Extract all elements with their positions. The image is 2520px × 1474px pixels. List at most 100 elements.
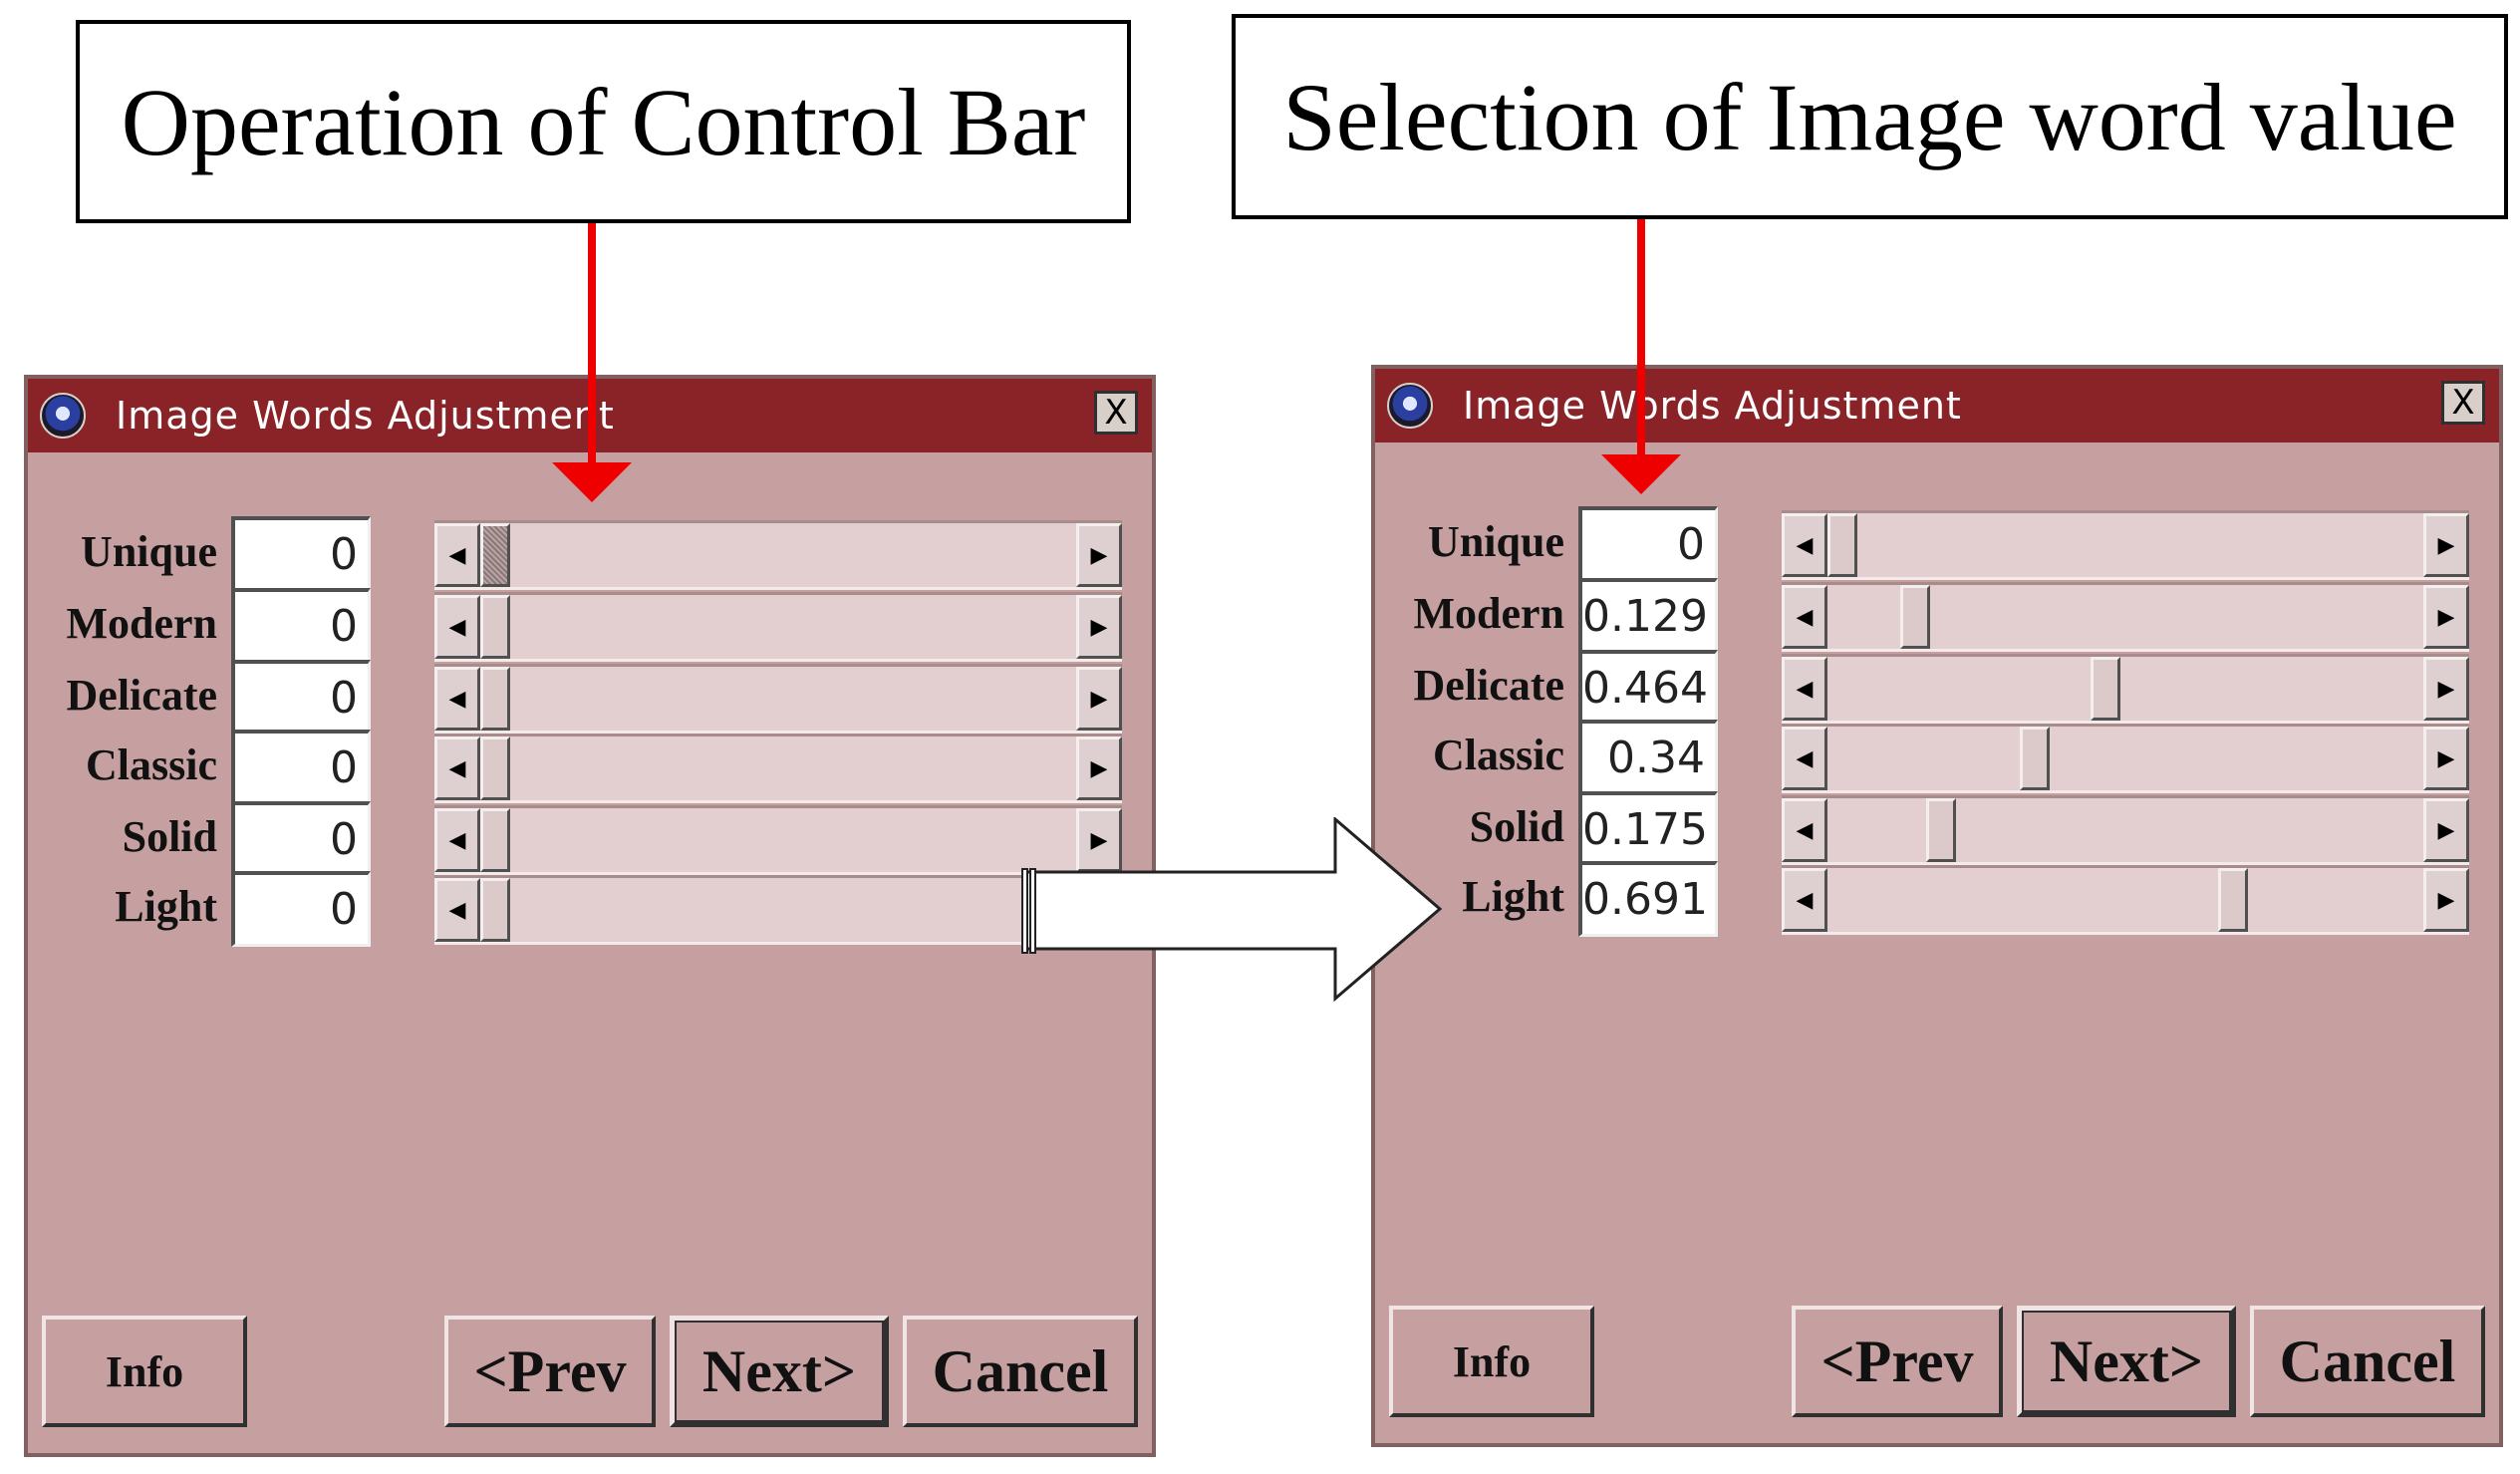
- arrow-left-icon[interactable]: ◀: [434, 737, 480, 800]
- app-crest-icon: [40, 393, 86, 439]
- arrow-left-icon[interactable]: ◀: [1782, 657, 1827, 721]
- arrow-left-icon[interactable]: ◀: [434, 808, 480, 872]
- scrollbar-unique[interactable]: ◀▶: [434, 520, 1122, 590]
- scrollbar-delicate[interactable]: ◀▶: [1782, 654, 2469, 724]
- slider-thumb-classic[interactable]: [2020, 727, 2051, 790]
- close-icon[interactable]: X: [1094, 391, 1138, 435]
- next-button[interactable]: Next>: [2017, 1306, 2236, 1417]
- arrow-right-icon[interactable]: ▶: [2423, 657, 2469, 721]
- slider-row-solid: Solid 0 ◀▶: [28, 797, 1152, 881]
- arrow-left-icon[interactable]: ◀: [1782, 585, 1827, 649]
- arrow-right-icon[interactable]: ▶: [2423, 727, 2469, 790]
- label-solid: Solid: [122, 812, 217, 861]
- close-icon[interactable]: X: [2441, 381, 2485, 425]
- value-field-classic[interactable]: 0: [231, 730, 371, 805]
- pointer-line-right: [1637, 219, 1645, 458]
- slider-thumb-delicate[interactable]: [2090, 657, 2120, 721]
- label-delicate: Delicate: [66, 671, 217, 720]
- prev-button[interactable]: <Prev: [444, 1316, 656, 1427]
- slider-thumb-light[interactable]: [2218, 868, 2249, 932]
- arrow-left-icon[interactable]: ◀: [434, 878, 480, 942]
- caption-control-bar-text: Operation of Control Bar: [121, 68, 1086, 175]
- label-light: Light: [115, 882, 217, 931]
- scrollbar-classic[interactable]: ◀▶: [1782, 724, 2469, 793]
- value-field-solid[interactable]: 0: [231, 801, 371, 877]
- arrow-right-icon[interactable]: ▶: [1076, 595, 1122, 659]
- pointer-head-left-icon: [552, 462, 632, 502]
- scrollbar-light[interactable]: ◀▶: [434, 875, 1122, 945]
- arrow-left-icon[interactable]: ◀: [434, 667, 480, 731]
- slider-thumb-classic[interactable]: [480, 737, 510, 800]
- scrollbar-classic[interactable]: ◀▶: [434, 734, 1122, 803]
- arrow-left-icon[interactable]: ◀: [1782, 727, 1827, 790]
- slider-thumb-delicate[interactable]: [480, 667, 510, 731]
- value-field-delicate[interactable]: 0: [231, 660, 371, 736]
- arrow-left-icon[interactable]: ◀: [1782, 798, 1827, 862]
- pointer-line-left: [588, 223, 596, 466]
- arrow-right-icon[interactable]: ▶: [1076, 737, 1122, 800]
- arrow-right-icon[interactable]: ▶: [2423, 585, 2469, 649]
- slider-thumb-unique[interactable]: [1827, 513, 1857, 577]
- info-button[interactable]: Info: [1389, 1306, 1594, 1417]
- arrow-right-icon[interactable]: ▶: [2423, 868, 2469, 932]
- value-field-classic[interactable]: 0.34: [1578, 720, 1718, 795]
- value-field-delicate[interactable]: 0.464: [1578, 650, 1718, 726]
- label-unique: Unique: [1428, 517, 1564, 566]
- label-solid: Solid: [1469, 802, 1564, 851]
- cancel-button[interactable]: Cancel: [2250, 1306, 2485, 1417]
- label-unique: Unique: [81, 527, 217, 576]
- slider-thumb-unique[interactable]: [480, 523, 510, 587]
- arrow-right-icon[interactable]: ▶: [1076, 667, 1122, 731]
- arrow-right-icon[interactable]: ▶: [2423, 513, 2469, 577]
- scrollbar-delicate[interactable]: ◀▶: [434, 664, 1122, 734]
- app-crest-icon: [1387, 383, 1433, 429]
- arrow-left-icon[interactable]: ◀: [434, 523, 480, 587]
- arrow-left-icon[interactable]: ◀: [1782, 868, 1827, 932]
- titlebar[interactable]: Image Words Adjustment X: [1375, 369, 2499, 442]
- cancel-button[interactable]: Cancel: [903, 1316, 1138, 1427]
- value-field-unique[interactable]: 0: [231, 516, 371, 592]
- slider-thumb-modern[interactable]: [1900, 585, 1931, 649]
- label-light: Light: [1462, 872, 1564, 921]
- scrollbar-solid[interactable]: ◀▶: [1782, 795, 2469, 865]
- slider-thumb-solid[interactable]: [480, 808, 510, 872]
- caption-control-bar: Operation of Control Bar: [76, 20, 1131, 223]
- value-field-light[interactable]: 0.691: [1578, 861, 1718, 937]
- dialog-title: Image Words Adjustment: [116, 394, 615, 438]
- slider-thumb-solid[interactable]: [1926, 798, 1957, 862]
- label-classic: Classic: [86, 740, 217, 789]
- slider-thumb-modern[interactable]: [480, 595, 510, 659]
- arrow-left-icon[interactable]: ◀: [1782, 513, 1827, 577]
- scrollbar-unique[interactable]: ◀▶: [1782, 510, 2469, 580]
- slider-thumb-light[interactable]: [480, 878, 510, 942]
- scrollbar-light[interactable]: ◀▶: [1782, 865, 2469, 935]
- prev-button[interactable]: <Prev: [1792, 1306, 2003, 1417]
- info-button[interactable]: Info: [42, 1316, 247, 1427]
- dialog-title: Image Words Adjustment: [1463, 384, 1962, 428]
- value-field-unique[interactable]: 0: [1578, 506, 1718, 582]
- pointer-head-right-icon: [1601, 454, 1681, 494]
- transition-arrow-icon: [1021, 817, 1443, 1003]
- scrollbar-modern[interactable]: ◀▶: [434, 592, 1122, 662]
- value-field-modern[interactable]: 0.129: [1578, 578, 1718, 654]
- value-field-solid[interactable]: 0.175: [1578, 791, 1718, 867]
- label-modern: Modern: [1413, 589, 1564, 638]
- next-button[interactable]: Next>: [670, 1316, 889, 1427]
- scrollbar-modern[interactable]: ◀▶: [1782, 582, 2469, 652]
- caption-word-value-text: Selection of Image word value: [1282, 63, 2457, 170]
- value-field-light[interactable]: 0: [231, 871, 371, 947]
- value-field-modern[interactable]: 0: [231, 588, 371, 664]
- arrow-right-icon[interactable]: ▶: [1076, 523, 1122, 587]
- caption-word-value: Selection of Image word value: [1232, 14, 2508, 219]
- scrollbar-solid[interactable]: ◀▶: [434, 805, 1122, 875]
- arrow-right-icon[interactable]: ▶: [2423, 798, 2469, 862]
- label-classic: Classic: [1433, 731, 1564, 779]
- arrow-left-icon[interactable]: ◀: [434, 595, 480, 659]
